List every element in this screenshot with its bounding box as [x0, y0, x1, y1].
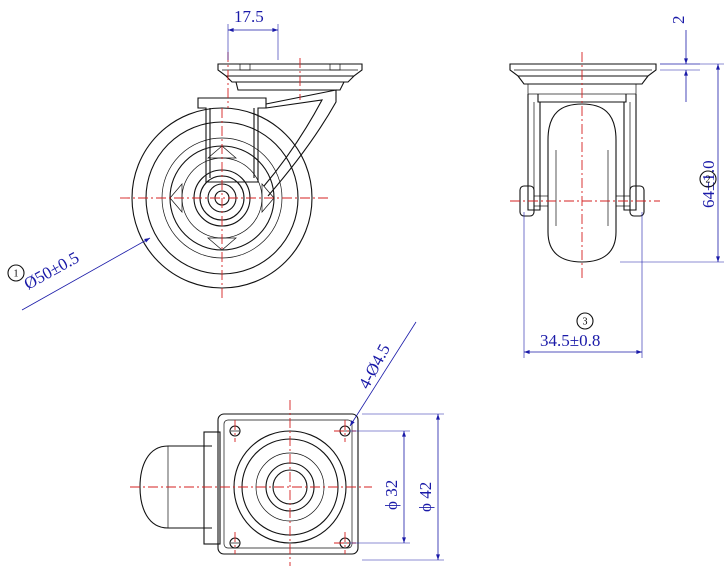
plate-thickness-label: 2 — [669, 16, 688, 25]
dimension-hole-spacing: ϕ 32 — [350, 430, 410, 544]
callout-1-label: 1 — [14, 269, 19, 280]
side-top-plate — [217, 63, 363, 91]
wheel-width-label: 34.5±0.8 — [540, 331, 600, 350]
plate-width-label: ϕ 42 — [416, 482, 435, 512]
dimension-plate-thickness: 2 — [660, 16, 700, 102]
callout-2 — [699, 170, 717, 188]
dimension-total-height: 64±1.0 2 — [620, 63, 724, 263]
bottom-plate — [217, 413, 359, 555]
dimension-plate-offset: 17.5 — [227, 7, 279, 60]
dimension-wheel-diameter: Ø50±0.5 1 — [7, 237, 151, 311]
plate-offset-label: 17.5 — [234, 7, 264, 26]
callout-3 — [576, 312, 594, 330]
wheel-diameter-label: Ø50±0.5 — [21, 248, 83, 294]
bottom-wheel — [139, 431, 221, 545]
bottom-view: 4-Ø4.5 ϕ 32 ϕ 42 — [130, 321, 444, 566]
callout-2-label: 2 — [706, 175, 711, 186]
dimension-plate-width: ϕ 42 — [362, 413, 444, 561]
hole-spacing-label: ϕ 32 — [382, 480, 401, 510]
front-view: 2 64±1.0 2 34.5±0.8 3 — [509, 16, 724, 358]
dimension-wheel-width: 34.5±0.8 3 — [523, 212, 643, 358]
side-view: 17.5 Ø50±0.5 1 — [7, 7, 363, 311]
dimension-mounting-holes: 4-Ø4.5 — [349, 321, 417, 427]
callout-3-label: 3 — [583, 317, 588, 328]
front-top-plate — [509, 63, 657, 103]
front-wheel — [547, 103, 617, 263]
side-fork — [197, 89, 337, 197]
callout-1 — [7, 264, 25, 282]
